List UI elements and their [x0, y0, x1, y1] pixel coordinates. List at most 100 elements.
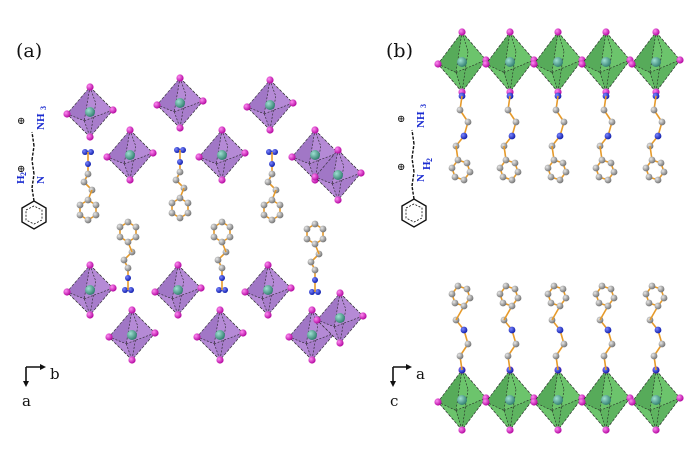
carbon-atom — [512, 118, 520, 126]
halide-atom — [264, 261, 272, 269]
carbon-atom — [592, 290, 600, 298]
carbon-atom — [562, 168, 570, 176]
organic-cation — [76, 149, 100, 224]
octahedron-edge — [216, 152, 246, 165]
octahedron-edge — [179, 94, 187, 129]
carbon-atom — [502, 282, 510, 290]
carbon-atom — [464, 118, 472, 126]
octahedron-edge — [337, 166, 345, 201]
carbon-atom — [260, 211, 268, 219]
octahedron-shade — [84, 288, 113, 315]
carbon-atom — [84, 170, 92, 178]
carbon-atom — [276, 201, 284, 209]
carbon-atom — [218, 264, 226, 272]
carbon-atom — [76, 211, 84, 219]
nitrogen-atom — [222, 287, 228, 293]
carbon-atom — [610, 168, 618, 176]
octahedron-edge — [314, 176, 333, 185]
carbon-atom — [562, 294, 570, 302]
panel-a-cation-schematic: H 2 N NH 3 ⊕ ⊕ — [15, 106, 48, 230]
octahedron-edge — [551, 59, 583, 73]
octahedron — [241, 261, 295, 319]
octahedron-edge — [131, 326, 139, 361]
halide-atom — [153, 101, 161, 109]
halide-atom — [287, 284, 295, 292]
octahedron-edge — [649, 59, 681, 73]
octahedron-shade — [84, 110, 113, 137]
carbon-atom — [448, 164, 456, 172]
organic-cation — [116, 218, 140, 293]
octahedron-shade — [214, 333, 243, 360]
carbon-atom — [451, 299, 459, 307]
panel-a-axis-down: a — [22, 392, 31, 410]
carbon-atom — [456, 106, 464, 114]
halide-atom — [308, 356, 316, 364]
octahedron-shade — [552, 60, 582, 92]
metal-atom — [601, 57, 611, 67]
panel-a-organic-cations — [76, 147, 327, 295]
carbon-atom — [463, 285, 471, 293]
nitrogen-atom — [604, 132, 612, 140]
carbon-atom — [645, 173, 653, 181]
nitrogen-atom — [508, 132, 516, 140]
metal-atom — [175, 98, 185, 108]
panel-a-charge-2: ⊕ — [17, 116, 25, 127]
carbon-atom — [600, 352, 608, 360]
panel-a: (a) b a H 2 N NH 3 ⊕ ⊕ — [15, 40, 367, 410]
halide-atom — [151, 288, 159, 296]
carbon-atom — [648, 156, 656, 164]
metal-atom — [457, 395, 467, 405]
octahedron-shade — [504, 60, 534, 92]
halide-atom — [530, 398, 538, 406]
organic-cation — [496, 92, 522, 184]
metal-atom — [265, 100, 275, 110]
octahedron-edge — [262, 287, 292, 300]
nitrogen-atom — [508, 326, 516, 334]
octahedron-edge — [214, 332, 244, 345]
carbon-atom — [552, 352, 560, 360]
octahedron — [434, 366, 490, 434]
halide-atom — [628, 60, 636, 68]
carbon-atom — [642, 290, 650, 298]
carbon-atom — [466, 294, 474, 302]
carbon-atom — [598, 282, 606, 290]
halide-atom — [628, 398, 636, 406]
organic-cation — [642, 282, 668, 374]
carbon-atom — [607, 159, 615, 167]
carbon-atom — [508, 302, 516, 310]
halide-atom — [109, 106, 117, 114]
carbon-atom — [460, 302, 468, 310]
halide-atom — [218, 176, 226, 184]
carbon-atom — [80, 178, 88, 186]
metal-atom — [651, 57, 661, 67]
halide-atom — [458, 28, 466, 36]
carbon-atom — [210, 233, 218, 241]
panel-b-nh3-label: NH — [415, 111, 427, 128]
halide-atom — [174, 261, 182, 269]
octahedron-edge — [219, 326, 227, 361]
halide-atom — [197, 284, 205, 292]
carbon-atom — [311, 266, 319, 274]
halide-atom — [128, 356, 136, 364]
halide-atom — [241, 149, 249, 157]
octahedron-shade — [334, 316, 363, 343]
halide-atom — [285, 333, 293, 341]
octahedron-edge — [66, 291, 85, 300]
nitrogen-atom — [180, 147, 186, 153]
nitrogen-atom — [88, 149, 94, 155]
metal-atom — [505, 395, 515, 405]
octahedron-edge — [108, 336, 127, 345]
halide-atom — [243, 103, 251, 111]
carbon-atom — [92, 211, 100, 219]
octahedron-shade — [262, 288, 291, 315]
octahedron-shade — [174, 101, 203, 128]
carbon-atom — [311, 240, 319, 248]
nitrogen-atom — [128, 287, 134, 293]
organic-cation — [544, 282, 570, 374]
panel-b: (b) a c N H 2 NH 3 ⊕ ⊕ — [386, 28, 684, 434]
panel-b-cation-schematic: N H 2 NH 3 ⊕ ⊕ — [397, 104, 434, 228]
octahedron — [311, 146, 365, 204]
carbon-atom — [264, 178, 272, 186]
octahedron-edge — [244, 291, 263, 300]
halide-atom — [266, 126, 274, 134]
